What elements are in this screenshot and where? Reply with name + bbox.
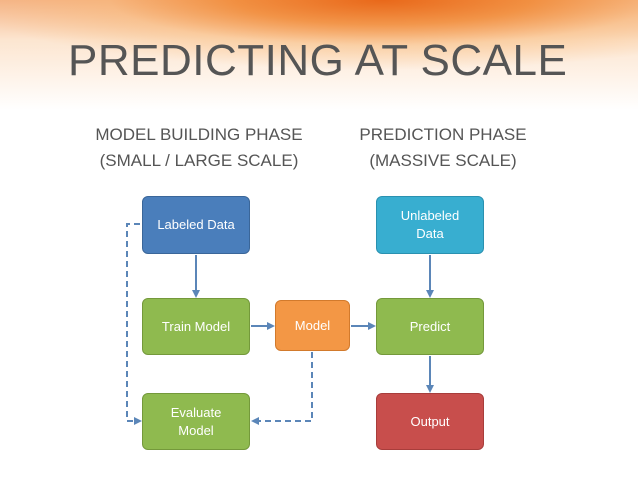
model-building-phase-heading: MODEL BUILDING PHASE (SMALL / LARGE SCAL…: [84, 122, 314, 174]
unlabeled-data-label: Unlabeled Data: [400, 208, 460, 241]
output-label: Output: [410, 413, 450, 429]
labeled-data-node: Labeled Data: [142, 196, 250, 254]
prediction-phase-scale: (MASSIVE SCALE): [369, 151, 517, 170]
dashed-arrow-model-to-evaluate: [251, 352, 313, 425]
prediction-phase-heading: PREDICTION PHASE (MASSIVE SCALE): [348, 122, 538, 174]
train-model-node: Train Model: [142, 298, 250, 355]
unlabeled-data-node: Unlabeled Data: [376, 196, 484, 254]
dashed-arrow-labeled-to-evaluate: [126, 223, 142, 425]
model-label: Model: [294, 317, 331, 333]
predict-node: Predict: [376, 298, 484, 355]
prediction-phase-title: PREDICTION PHASE: [359, 125, 527, 144]
evaluate-model-node: Evaluate Model: [142, 393, 250, 450]
train-model-label: Train Model: [161, 318, 231, 334]
model-node: Model: [275, 300, 350, 351]
evaluate-model-label: Evaluate Model: [170, 404, 222, 438]
output-node: Output: [376, 393, 484, 450]
slide-title: PREDICTING AT SCALE: [68, 36, 568, 85]
model-building-phase-title: MODEL BUILDING PHASE: [95, 125, 303, 144]
header-background-glow: [0, 0, 638, 140]
predict-label: Predict: [409, 318, 451, 334]
model-building-phase-scale: (SMALL / LARGE SCALE): [99, 151, 299, 170]
labeled-data-label: Labeled Data: [157, 217, 235, 232]
